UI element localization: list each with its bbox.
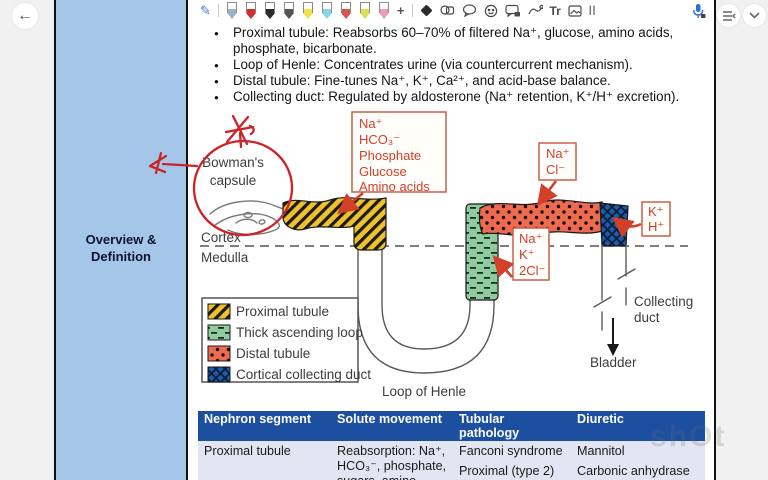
add-pen-button[interactable]: + <box>396 3 405 18</box>
reaction-icon[interactable] <box>484 4 498 18</box>
bullet-proximal-tubule: Proximal tubule: Reabsorbs 60–70% of fil… <box>212 25 709 57</box>
speech-balloon-icon[interactable] <box>462 4 477 17</box>
col-header-nephron-segment: Nephron segment <box>204 412 312 426</box>
cell-diuretic: Mannitol Carbonic anhydrase inhibitor <box>577 444 690 480</box>
highlighter-tool-2[interactable] <box>321 2 333 19</box>
section-label: Overview & Definition <box>85 232 157 264</box>
cell-pathology: Fanconi syndrome Proximal (type 2) RTA <box>459 444 563 480</box>
collapse-menu-button[interactable] <box>717 4 740 27</box>
chevron-down-button[interactable] <box>743 4 766 27</box>
ink-toolbar: ✎ + Tr || <box>200 0 706 21</box>
table-header-row: Nephron segment Solute movement Tubular … <box>198 411 705 441</box>
highlighter-tool-3[interactable] <box>359 2 371 19</box>
cell-segment: Proximal tubule <box>204 444 291 458</box>
cell-solute: Reabsorption: Na⁺, HCO₃⁻, phosphate, sug… <box>337 444 447 480</box>
bullet-loop-of-henle: Loop of Henle: Concentrates urine (via c… <box>212 57 709 74</box>
shapes-icon[interactable] <box>439 4 455 17</box>
col-header-tubular-pathology: Tubular pathology <box>459 412 520 440</box>
menu-collapse-icon <box>722 10 736 21</box>
text-tool[interactable]: Tr <box>549 3 561 18</box>
pen-tool-3[interactable] <box>264 2 276 19</box>
image-icon[interactable] <box>568 4 582 17</box>
pen-tool-1[interactable] <box>226 2 238 19</box>
chevron-down-icon <box>749 12 760 19</box>
marker-tool-2[interactable] <box>378 2 390 19</box>
col-header-diuretic: Diuretic <box>577 412 624 426</box>
comment-lock-icon[interactable] <box>504 4 521 18</box>
pen-tool-2[interactable] <box>245 2 257 19</box>
toolbar-separator <box>217 4 219 17</box>
bullet-distal-tubule: Distal tubule: Fine-tunes Na⁺, K⁺, Ca²⁺,… <box>212 73 709 90</box>
table-row: Proximal tubule Reabsorption: Na⁺, HCO₃⁻… <box>198 441 705 480</box>
edit-pencil-icon[interactable]: ✎ <box>200 2 211 18</box>
pause-icon[interactable]: || <box>588 5 597 16</box>
toolbar-separator <box>411 4 413 17</box>
bullet-collecting-duct: Collecting duct: Regulated by aldosteron… <box>212 89 709 106</box>
note-body-text: Proximal tubule: Reabsorbs 60–70% of fil… <box>212 25 709 106</box>
sidebar-section-cell: Overview & Definition <box>54 0 188 480</box>
cable-pen-icon[interactable] <box>527 4 543 17</box>
back-button[interactable]: ← <box>12 3 38 29</box>
marker-tool-1[interactable] <box>340 2 352 19</box>
back-arrow-icon: ← <box>17 7 33 24</box>
highlighter-tool-1[interactable] <box>302 2 314 19</box>
nephron-table: Nephron segment Solute movement Tubular … <box>198 411 705 480</box>
screenshot-watermark: shOt <box>650 420 727 453</box>
pen-tool-4[interactable] <box>283 2 295 19</box>
eraser-icon[interactable] <box>420 4 433 17</box>
col-header-solute-movement: Solute movement <box>337 412 442 426</box>
microphone-icon[interactable] <box>691 3 706 19</box>
